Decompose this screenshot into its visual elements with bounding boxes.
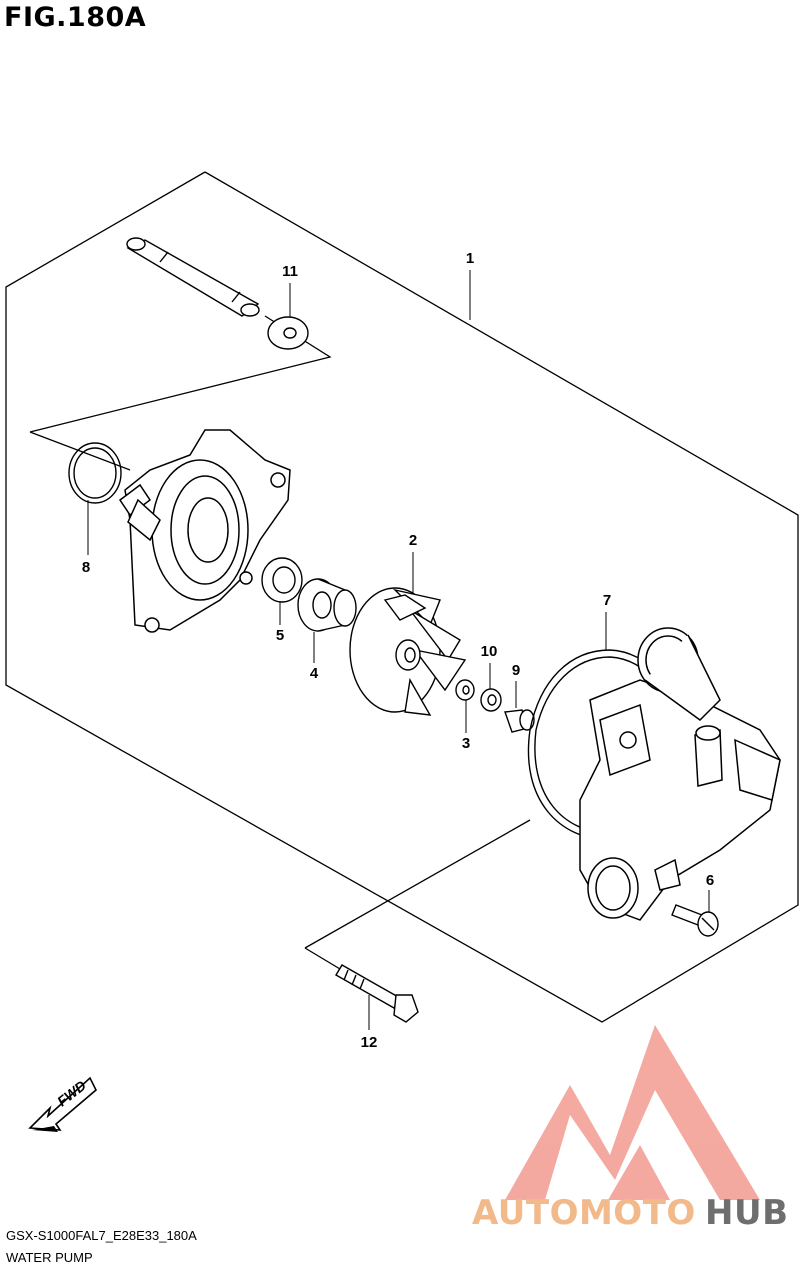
washer-11 [267,316,309,350]
part-label-1: 1 [466,250,474,267]
part-labels: 1 2 3 4 5 6 7 8 9 10 11 12 [82,250,714,1051]
part-label-12: 12 [361,1034,378,1051]
watermark-logo-icon [505,1025,760,1200]
screw-6 [671,904,719,937]
pump-case [118,429,291,633]
oil-seal-5 [261,557,303,603]
part-label-10: 10 [481,643,498,660]
part-label-5: 5 [276,627,284,644]
part-label-8: 8 [82,559,90,576]
watermark-text-b: HUB [705,1193,788,1233]
o-ring-8 [68,442,122,504]
pump-shaft [126,237,260,317]
washer-3 [455,679,475,701]
part-label-6: 6 [706,872,714,889]
part-label-2: 2 [409,532,417,549]
mechanical-seal-4 [297,578,357,632]
watermark-text: AUTOMOTO HUB [472,1193,788,1233]
bolt-9 [504,709,535,733]
pump-cover [579,627,781,921]
part-label-11: 11 [282,263,298,280]
bolt-12 [335,964,419,1023]
leader-lines [87,270,710,1030]
fwd-arrow-icon: FWD [28,1076,97,1132]
part-label-7: 7 [603,592,611,609]
part-label-3: 3 [462,735,470,752]
part-label-9: 9 [512,662,520,679]
part-label-4: 4 [310,665,319,682]
washer-10 [480,688,502,712]
assembly-boundary [5,171,799,1023]
watermark-text-a: AUTOMOTO [472,1193,696,1233]
figure-caption: WATER PUMP [6,1250,93,1265]
impeller-2 [349,587,467,716]
figure-title: FIG.180A [4,2,147,33]
model-code: GSX-S1000FAL7_E28E33_180A [6,1228,197,1243]
